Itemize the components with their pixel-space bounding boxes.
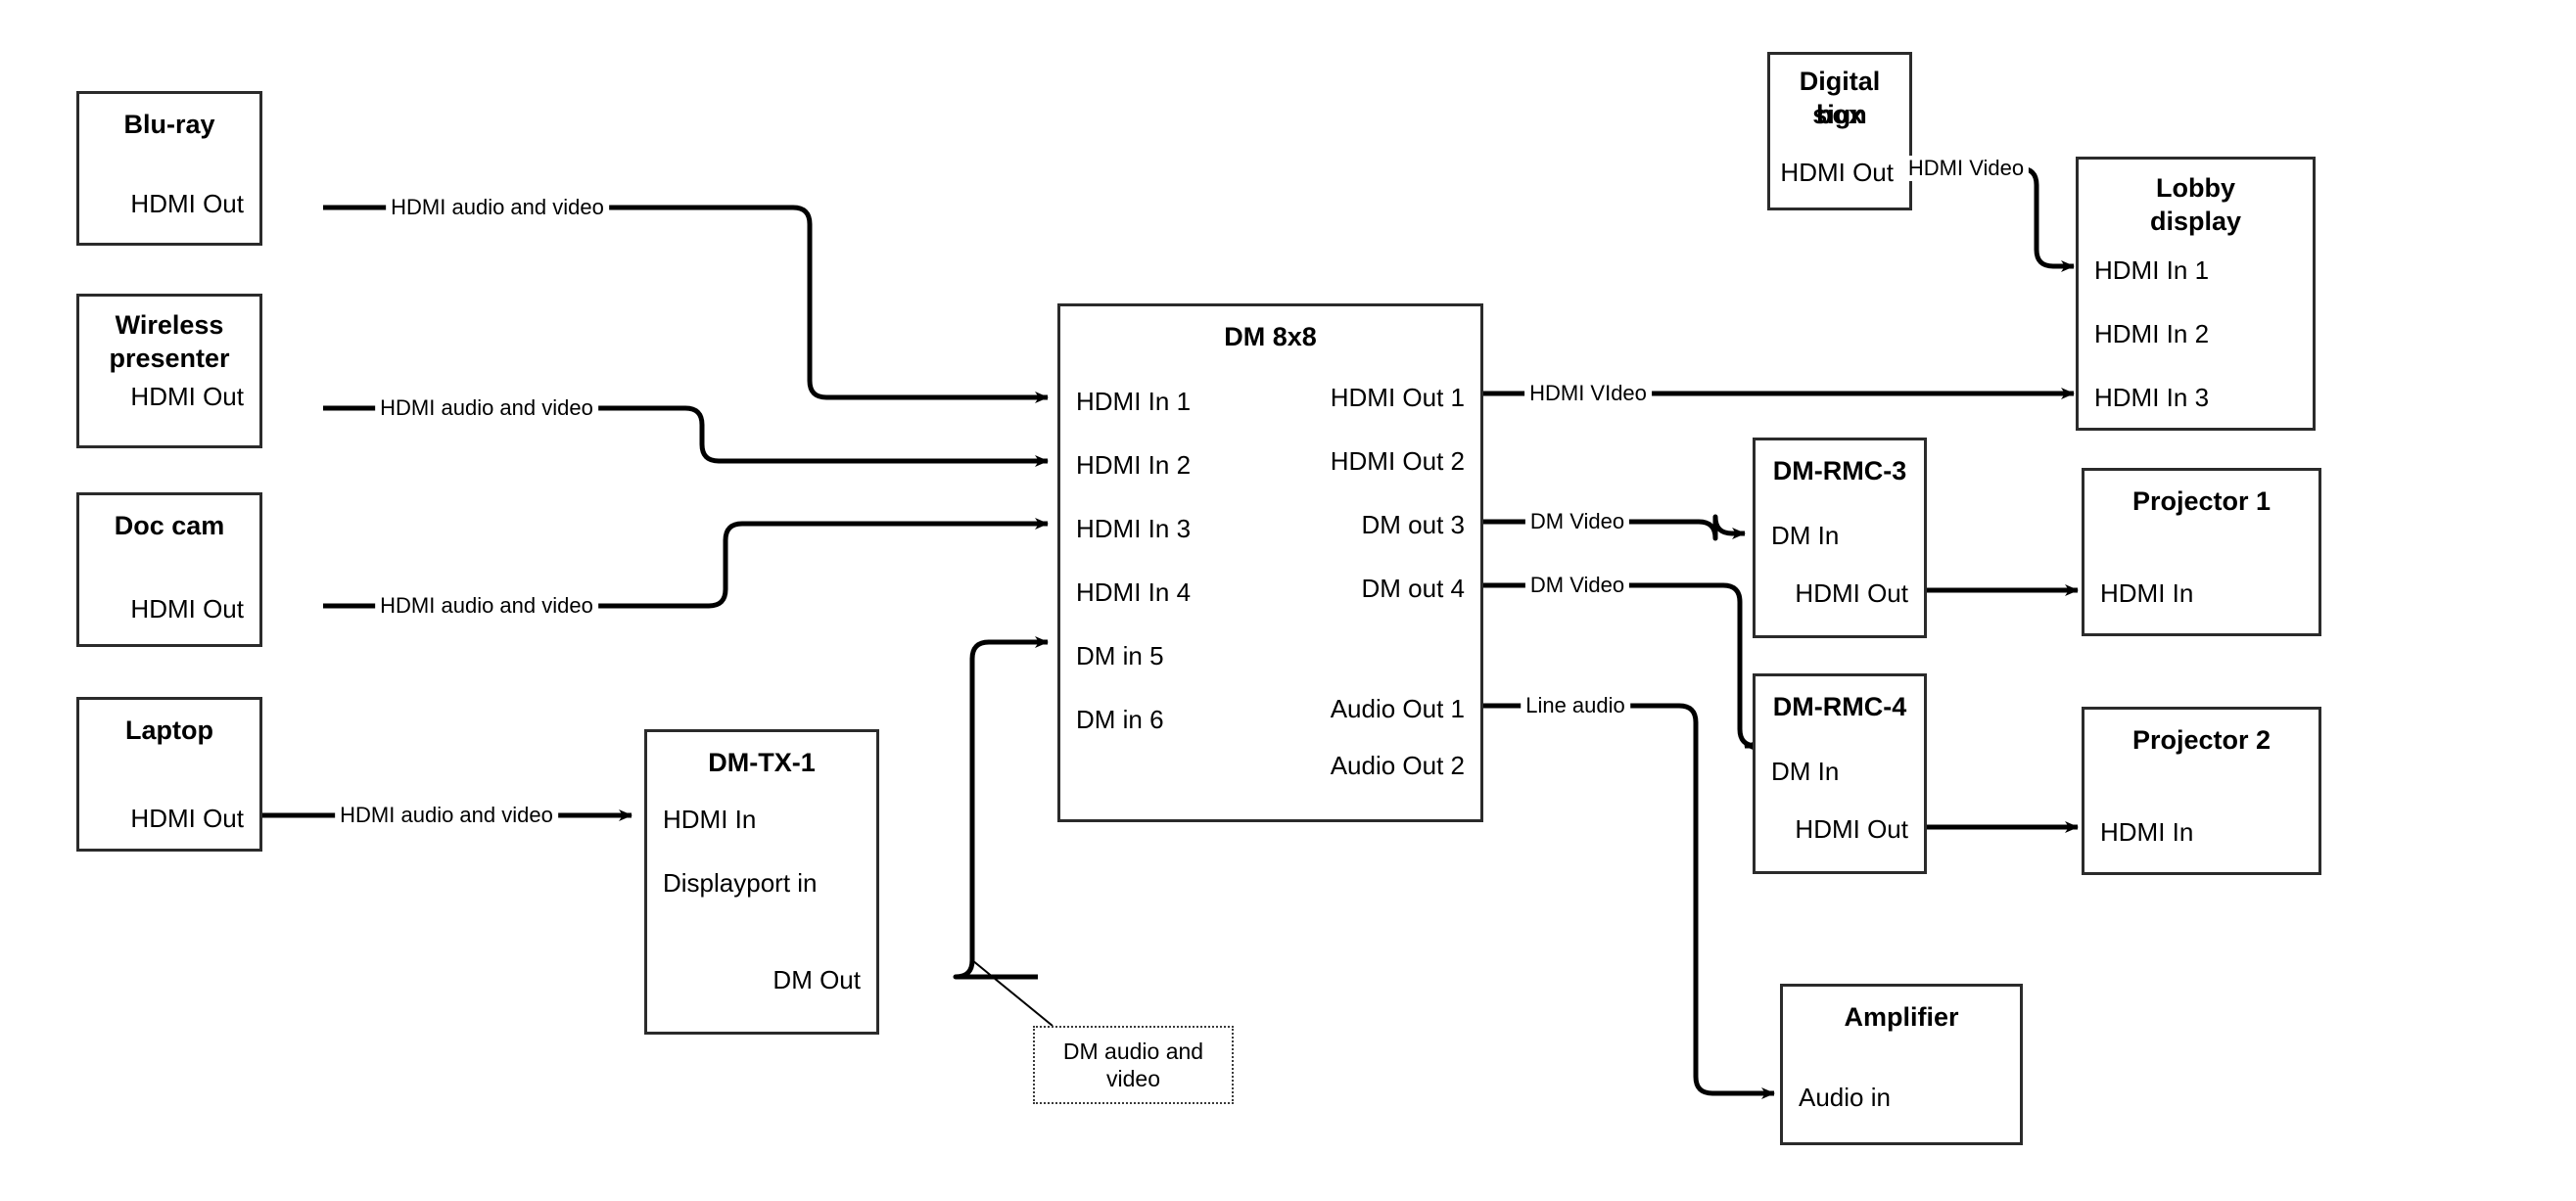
node-laptop-title: Laptop — [125, 716, 213, 745]
node-dm-8x8-port-hdmi-out-2: HDMI Out 2 — [1330, 446, 1465, 476]
node-doc-cam-title: Doc cam — [114, 511, 225, 540]
wire-label-hdmi-video-out1: HDMI VIdeo — [1524, 381, 1652, 406]
node-dm-8x8-port-audio-out-1: Audio Out 1 — [1330, 694, 1465, 723]
node-dm-8x8-port-hdmi-in-2: HDMI In 2 — [1076, 450, 1192, 480]
node-dm-8x8-port-hdmi-in-3: HDMI In 3 — [1076, 514, 1192, 543]
node-projector-2[interactable]: Projector 2 HDMI In — [2082, 707, 2321, 875]
node-dm-rmc-3-title: DM-RMC-3 — [1772, 456, 1907, 485]
node-dm-rmc-4-port-hdmi-out: HDMI Out — [1795, 814, 1908, 844]
callout-leader-line — [971, 959, 1054, 1027]
node-dm-rmc-3-port-dm-in: DM In — [1771, 521, 1840, 550]
wire-dm8x8-to-dmrmc4 — [1483, 582, 1759, 752]
callout-text-line1: DM audio and — [1062, 1039, 1204, 1064]
node-digital-sign-box-port-hdmi-out: HDMI Out — [1780, 158, 1894, 187]
node-digital-sign-box[interactable]: Digital sign box HDMI Out — [1767, 52, 1912, 210]
node-digital-sign-box-title-line2: box — [1815, 100, 1863, 129]
wire-label-digital-sign-hdmi: HDMI Video — [1902, 156, 2030, 181]
node-dm-tx-1-port-hdmi-in: HDMI In — [663, 805, 757, 834]
node-wireless-presenter[interactable]: Wireless presenter HDMI Out — [76, 294, 262, 448]
node-amplifier-title: Amplifier — [1844, 1002, 1959, 1032]
wire-bluray-to-dm8x8 — [323, 205, 1049, 403]
wire-label-dm-video-3: DM Video — [1524, 509, 1630, 534]
node-dm-rmc-3[interactable]: DM-RMC-3 DM In HDMI Out — [1753, 438, 1927, 638]
node-dm-8x8-port-hdmi-out-1: HDMI Out 1 — [1330, 383, 1465, 412]
wire-wireless-to-dm8x8 — [323, 405, 1049, 467]
wire-doccam-to-dm8x8 — [323, 518, 1049, 609]
wire-label-line-audio: Line audio — [1521, 693, 1630, 718]
node-dm-rmc-4-title: DM-RMC-4 — [1772, 692, 1907, 721]
node-dm-tx-1-title: DM-TX-1 — [708, 748, 816, 777]
node-dm-8x8-port-dm-out-4: DM out 4 — [1361, 574, 1466, 603]
node-laptop[interactable]: Laptop HDMI Out — [76, 697, 262, 852]
wire-dmtx1-to-dm8x8 — [953, 636, 1049, 980]
node-dm-8x8[interactable]: DM 8x8 HDMI In 1 HDMI In 2 HDMI In 3 HDM… — [1057, 303, 1483, 822]
node-amplifier-port-audio-in: Audio in — [1799, 1083, 1891, 1112]
node-bluray[interactable]: Blu-ray HDMI Out — [76, 91, 262, 246]
node-dm-8x8-port-hdmi-in-4: HDMI In 4 — [1076, 577, 1192, 607]
node-wireless-presenter-title-line2: presenter — [109, 344, 230, 373]
wire-digitalsign-to-lobby — [1912, 165, 2075, 272]
node-projector-1-title: Projector 1 — [2131, 486, 2272, 516]
node-wireless-presenter-title-line1: Wireless — [115, 310, 224, 340]
node-wireless-presenter-port-hdmi-out: HDMI Out — [130, 382, 244, 411]
node-bluray-title: Blu-ray — [123, 110, 215, 139]
node-dm-tx-1-port-displayport-in: Displayport in — [663, 868, 818, 898]
node-bluray-port-hdmi-out: HDMI Out — [130, 189, 244, 218]
wire-label-laptop: HDMI audio and video — [335, 803, 558, 828]
node-dm-8x8-port-dm-in-6: DM in 6 — [1076, 705, 1164, 734]
node-amplifier[interactable]: Amplifier Audio in — [1780, 984, 2023, 1145]
node-projector-1-port-hdmi-in: HDMI In — [2100, 578, 2194, 608]
wire-label-dm-video-4: DM Video — [1524, 573, 1630, 598]
node-dm-tx-1-port-dm-out: DM Out — [773, 965, 861, 994]
node-dm-8x8-port-dm-in-5: DM in 5 — [1076, 641, 1164, 670]
node-lobby-display[interactable]: Lobby display HDMI In 1 HDMI In 2 HDMI I… — [2076, 157, 2316, 431]
wire-dm8x8-to-dmrmc3 — [1483, 514, 1746, 541]
node-dm-rmc-4-port-dm-in: DM In — [1771, 757, 1840, 786]
wire-dm8x8-to-amplifier — [1483, 703, 1775, 1099]
node-projector-2-port-hdmi-in: HDMI In — [2100, 817, 2194, 847]
callout-dm-audio-and-video: DM audio and video — [1033, 1026, 1234, 1104]
node-dm-tx-1[interactable]: DM-TX-1 HDMI In Displayport in DM Out — [644, 729, 879, 1035]
node-lobby-display-port-hdmi-in-2: HDMI In 2 — [2094, 319, 2210, 348]
callout-text: DM audio and video — [1063, 1038, 1203, 1092]
node-lobby-display-title-line2: display — [2149, 207, 2242, 236]
wire-label-doccam: HDMI audio and video — [375, 593, 598, 619]
node-dm-rmc-3-port-hdmi-out: HDMI Out — [1795, 578, 1908, 608]
node-lobby-display-port-hdmi-in-3: HDMI In 3 — [2094, 383, 2210, 412]
node-dm-8x8-port-audio-out-2: Audio Out 2 — [1330, 751, 1465, 780]
node-lobby-display-title-line1: Lobby — [2156, 173, 2235, 203]
node-doc-cam[interactable]: Doc cam HDMI Out — [76, 492, 262, 647]
node-digital-sign-box-title-line1: Digital sign — [1799, 67, 1881, 129]
node-dm-8x8-port-hdmi-in-1: HDMI In 1 — [1076, 387, 1192, 416]
node-lobby-display-port-hdmi-in-1: HDMI In 1 — [2094, 255, 2210, 285]
wire-label-bluray: HDMI audio and video — [386, 195, 609, 220]
node-projector-1[interactable]: Projector 1 HDMI In — [2082, 468, 2321, 636]
node-dm-8x8-title: DM 8x8 — [1224, 322, 1317, 351]
node-dm-rmc-4[interactable]: DM-RMC-4 DM In HDMI Out — [1753, 673, 1927, 874]
wire-label-wireless: HDMI audio and video — [375, 395, 598, 421]
node-laptop-port-hdmi-out: HDMI Out — [130, 804, 244, 833]
node-dm-8x8-port-dm-out-3: DM out 3 — [1361, 510, 1466, 539]
node-projector-2-title: Projector 2 — [2131, 725, 2272, 755]
callout-text-line2: video — [1106, 1066, 1160, 1091]
node-doc-cam-port-hdmi-out: HDMI Out — [130, 594, 244, 624]
